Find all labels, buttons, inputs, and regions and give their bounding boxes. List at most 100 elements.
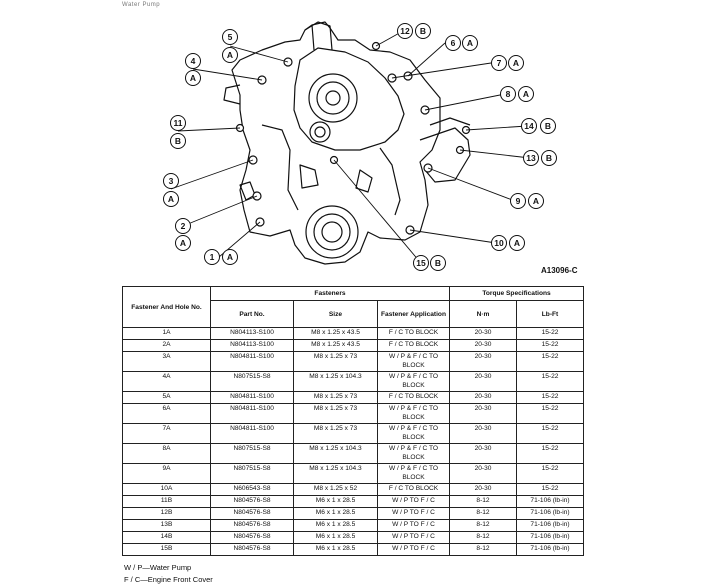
- svg-text:15: 15: [416, 258, 426, 268]
- application-cell: W / P & F / C TO BLOCK: [376, 371, 451, 392]
- lbft-cell: 71-106 (lb-in): [516, 519, 585, 532]
- svg-text:9: 9: [516, 196, 521, 206]
- size-cell: M8 x 1.25 x 73: [293, 391, 378, 404]
- part-no-cell: N606543-S8: [210, 483, 294, 496]
- svg-text:12: 12: [400, 26, 410, 36]
- callout-12: 12 B: [397, 23, 431, 39]
- callout-markers: 1 A 2 A 3 A 4 A 5 A: [163, 23, 557, 271]
- svg-text:14: 14: [524, 121, 534, 131]
- hole-cell: 12B: [122, 507, 211, 520]
- col-header-hole: Fastener And Hole No.: [122, 286, 211, 328]
- nm-cell: 8-12: [449, 507, 518, 520]
- callout-11: 11 B: [170, 115, 186, 149]
- svg-text:11: 11: [174, 118, 183, 128]
- hole-cell: 10A: [122, 483, 211, 496]
- callout-9: 9 A: [510, 193, 544, 209]
- callout-14: 14 B: [521, 118, 556, 134]
- part-no-cell: N807515-S8: [210, 463, 294, 484]
- front-cover-diagram: 1 A 2 A 3 A 4 A 5 A: [163, 21, 557, 271]
- page-heading-fragment: Water Pump: [122, 2, 161, 8]
- lbft-cell: 71-106 (lb-in): [516, 543, 585, 556]
- svg-text:3: 3: [169, 176, 174, 186]
- hole-cell: 2A: [122, 339, 211, 352]
- size-cell: M6 x 1 x 28.5: [293, 531, 378, 544]
- svg-text:8: 8: [506, 89, 511, 99]
- nm-cell: 8-12: [449, 519, 518, 532]
- nm-cell: 20-30: [449, 351, 518, 372]
- col-header-part-no: Part No.: [210, 300, 294, 328]
- lbft-cell: 15-22: [516, 463, 585, 484]
- lbft-cell: 15-22: [516, 339, 585, 352]
- nm-cell: 20-30: [449, 403, 518, 424]
- application-cell: F / C TO BLOCK: [376, 483, 451, 496]
- size-cell: M8 x 1.25 x 73: [293, 423, 378, 444]
- svg-text:2: 2: [181, 221, 186, 231]
- svg-text:A: A: [190, 73, 196, 83]
- part-no-cell: N804576-S8: [210, 519, 294, 532]
- svg-text:B: B: [175, 136, 181, 146]
- callout-15: 15 B: [413, 255, 446, 271]
- nm-cell: 20-30: [449, 391, 518, 404]
- application-cell: F / C TO BLOCK: [376, 339, 451, 352]
- lbft-cell: 15-22: [516, 351, 585, 372]
- size-cell: M6 x 1 x 28.5: [293, 495, 378, 508]
- svg-text:A: A: [533, 196, 539, 206]
- hole-cell: 3A: [122, 351, 211, 372]
- size-cell: M8 x 1.25 x 104.3: [293, 371, 378, 392]
- part-no-cell: N804113-S100: [210, 327, 294, 340]
- part-no-cell: N804576-S8: [210, 531, 294, 544]
- nm-cell: 20-30: [449, 339, 518, 352]
- svg-text:A: A: [227, 50, 233, 60]
- nm-cell: 8-12: [449, 531, 518, 544]
- lbft-cell: 15-22: [516, 327, 585, 340]
- callout-2: 2 A: [175, 218, 191, 251]
- part-no-cell: N804811-S100: [210, 351, 294, 372]
- callout-3: 3 A: [163, 173, 179, 207]
- svg-text:A: A: [227, 252, 233, 262]
- svg-text:B: B: [545, 121, 551, 131]
- lbft-cell: 15-22: [516, 403, 585, 424]
- size-cell: M8 x 1.25 x 104.3: [293, 463, 378, 484]
- lbft-cell: 71-106 (lb-in): [516, 495, 585, 508]
- part-no-cell: N804811-S100: [210, 423, 294, 444]
- application-cell: W / P TO F / C: [376, 507, 451, 520]
- svg-text:A: A: [168, 194, 174, 204]
- col-group-fasteners: Fasteners: [209, 286, 451, 301]
- svg-text:A: A: [523, 89, 529, 99]
- callout-5: 5 A: [222, 29, 238, 63]
- part-no-cell: N807515-S8: [210, 371, 294, 392]
- part-no-cell: N804811-S100: [210, 403, 294, 424]
- application-cell: W / P & F / C TO BLOCK: [376, 443, 451, 464]
- svg-text:6: 6: [451, 38, 456, 48]
- size-cell: M8 x 1.25 x 52: [293, 483, 378, 496]
- nm-cell: 8-12: [449, 495, 518, 508]
- nm-cell: 20-30: [449, 483, 518, 496]
- part-no-cell: N807515-S8: [210, 443, 294, 464]
- svg-text:A: A: [514, 238, 520, 248]
- svg-text:A: A: [180, 238, 186, 248]
- part-no-cell: N804113-S100: [210, 339, 294, 352]
- application-cell: W / P & F / C TO BLOCK: [376, 423, 451, 444]
- svg-text:B: B: [546, 153, 552, 163]
- size-cell: M8 x 1.25 x 104.3: [293, 443, 378, 464]
- part-no-cell: N804811-S100: [210, 391, 294, 404]
- size-cell: M6 x 1 x 28.5: [293, 519, 378, 532]
- hole-cell: 6A: [122, 403, 211, 424]
- leader-lines: [170, 30, 531, 263]
- hole-cell: 9A: [122, 463, 211, 484]
- svg-text:1: 1: [210, 252, 215, 262]
- nm-cell: 20-30: [449, 371, 518, 392]
- callout-13: 13 B: [523, 150, 557, 166]
- hole-cell: 1A: [122, 327, 211, 340]
- lbft-cell: 15-22: [516, 423, 585, 444]
